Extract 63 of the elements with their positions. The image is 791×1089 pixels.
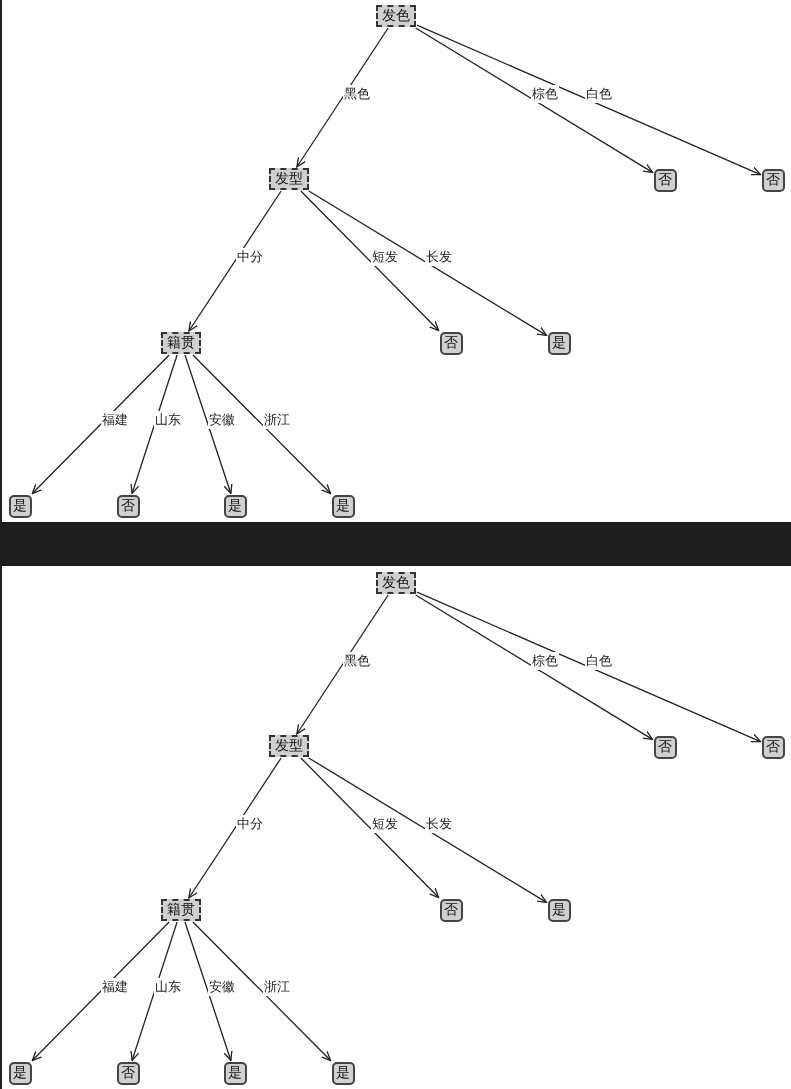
decision-box: 发色	[376, 5, 416, 27]
arrow	[31, 921, 170, 1062]
separator-bar	[0, 522, 791, 566]
arrow	[130, 921, 178, 1062]
edge-label: 山东	[154, 978, 182, 996]
edge-label: 中分	[236, 248, 264, 266]
leaf-box: 是	[331, 494, 355, 518]
decision-box: 发型	[269, 735, 309, 757]
arrow	[416, 591, 762, 743]
arrow	[184, 921, 233, 1062]
leaf-box: 否	[761, 168, 785, 192]
leaf-box: 是	[547, 331, 571, 355]
decision-box: 发型	[269, 168, 309, 190]
arrow	[415, 27, 654, 174]
arrow	[192, 354, 332, 495]
arrow	[130, 354, 178, 495]
leaf-box: 否	[653, 735, 677, 759]
edge-label: 白色	[585, 652, 613, 670]
arrow	[300, 190, 440, 332]
decision-box: 籍贯	[161, 332, 201, 354]
leaf-box: 是	[547, 898, 571, 922]
edge-label: 浙江	[263, 411, 291, 429]
edge-label: 短发	[371, 815, 399, 833]
edge-label: 黑色	[343, 652, 371, 670]
edge-label: 山东	[154, 411, 182, 429]
arrow	[188, 757, 282, 899]
leaf-box: 否	[653, 168, 677, 192]
arrow	[296, 594, 389, 735]
edge-label: 安徽	[208, 978, 236, 996]
edge-label: 福建	[101, 978, 129, 996]
leaf-box: 是	[331, 1061, 355, 1085]
arrow	[192, 921, 332, 1062]
edge-label: 棕色	[531, 652, 559, 670]
leaf-box: 是	[223, 494, 247, 518]
leaf-box: 是	[223, 1061, 247, 1085]
leaf-box: 是	[8, 1061, 32, 1085]
arrow	[308, 757, 548, 904]
arrow	[184, 354, 233, 495]
arrow	[416, 24, 762, 176]
edge-label: 白色	[585, 85, 613, 103]
leaf-box: 否	[439, 331, 463, 355]
leaf-box: 否	[761, 735, 785, 759]
edge-label: 长发	[425, 815, 453, 833]
arrow	[415, 594, 654, 741]
edge-label: 短发	[371, 248, 399, 266]
edge-label: 浙江	[263, 978, 291, 996]
edge-label: 黑色	[343, 85, 371, 103]
edge-label: 福建	[101, 411, 129, 429]
arrow	[188, 190, 282, 332]
arrow	[308, 190, 548, 337]
arrow	[300, 757, 440, 899]
arrow	[296, 27, 389, 168]
arrow	[31, 354, 170, 495]
decision-box: 发色	[376, 572, 416, 594]
edge-label: 安徽	[208, 411, 236, 429]
leaf-box: 是	[8, 494, 32, 518]
leaf-box: 否	[439, 898, 463, 922]
leaf-box: 否	[116, 494, 140, 518]
edge-label: 中分	[236, 815, 264, 833]
edge-label: 棕色	[531, 85, 559, 103]
decision-box: 籍贯	[161, 899, 201, 921]
leaf-box: 否	[116, 1061, 140, 1085]
edge-label: 长发	[425, 248, 453, 266]
